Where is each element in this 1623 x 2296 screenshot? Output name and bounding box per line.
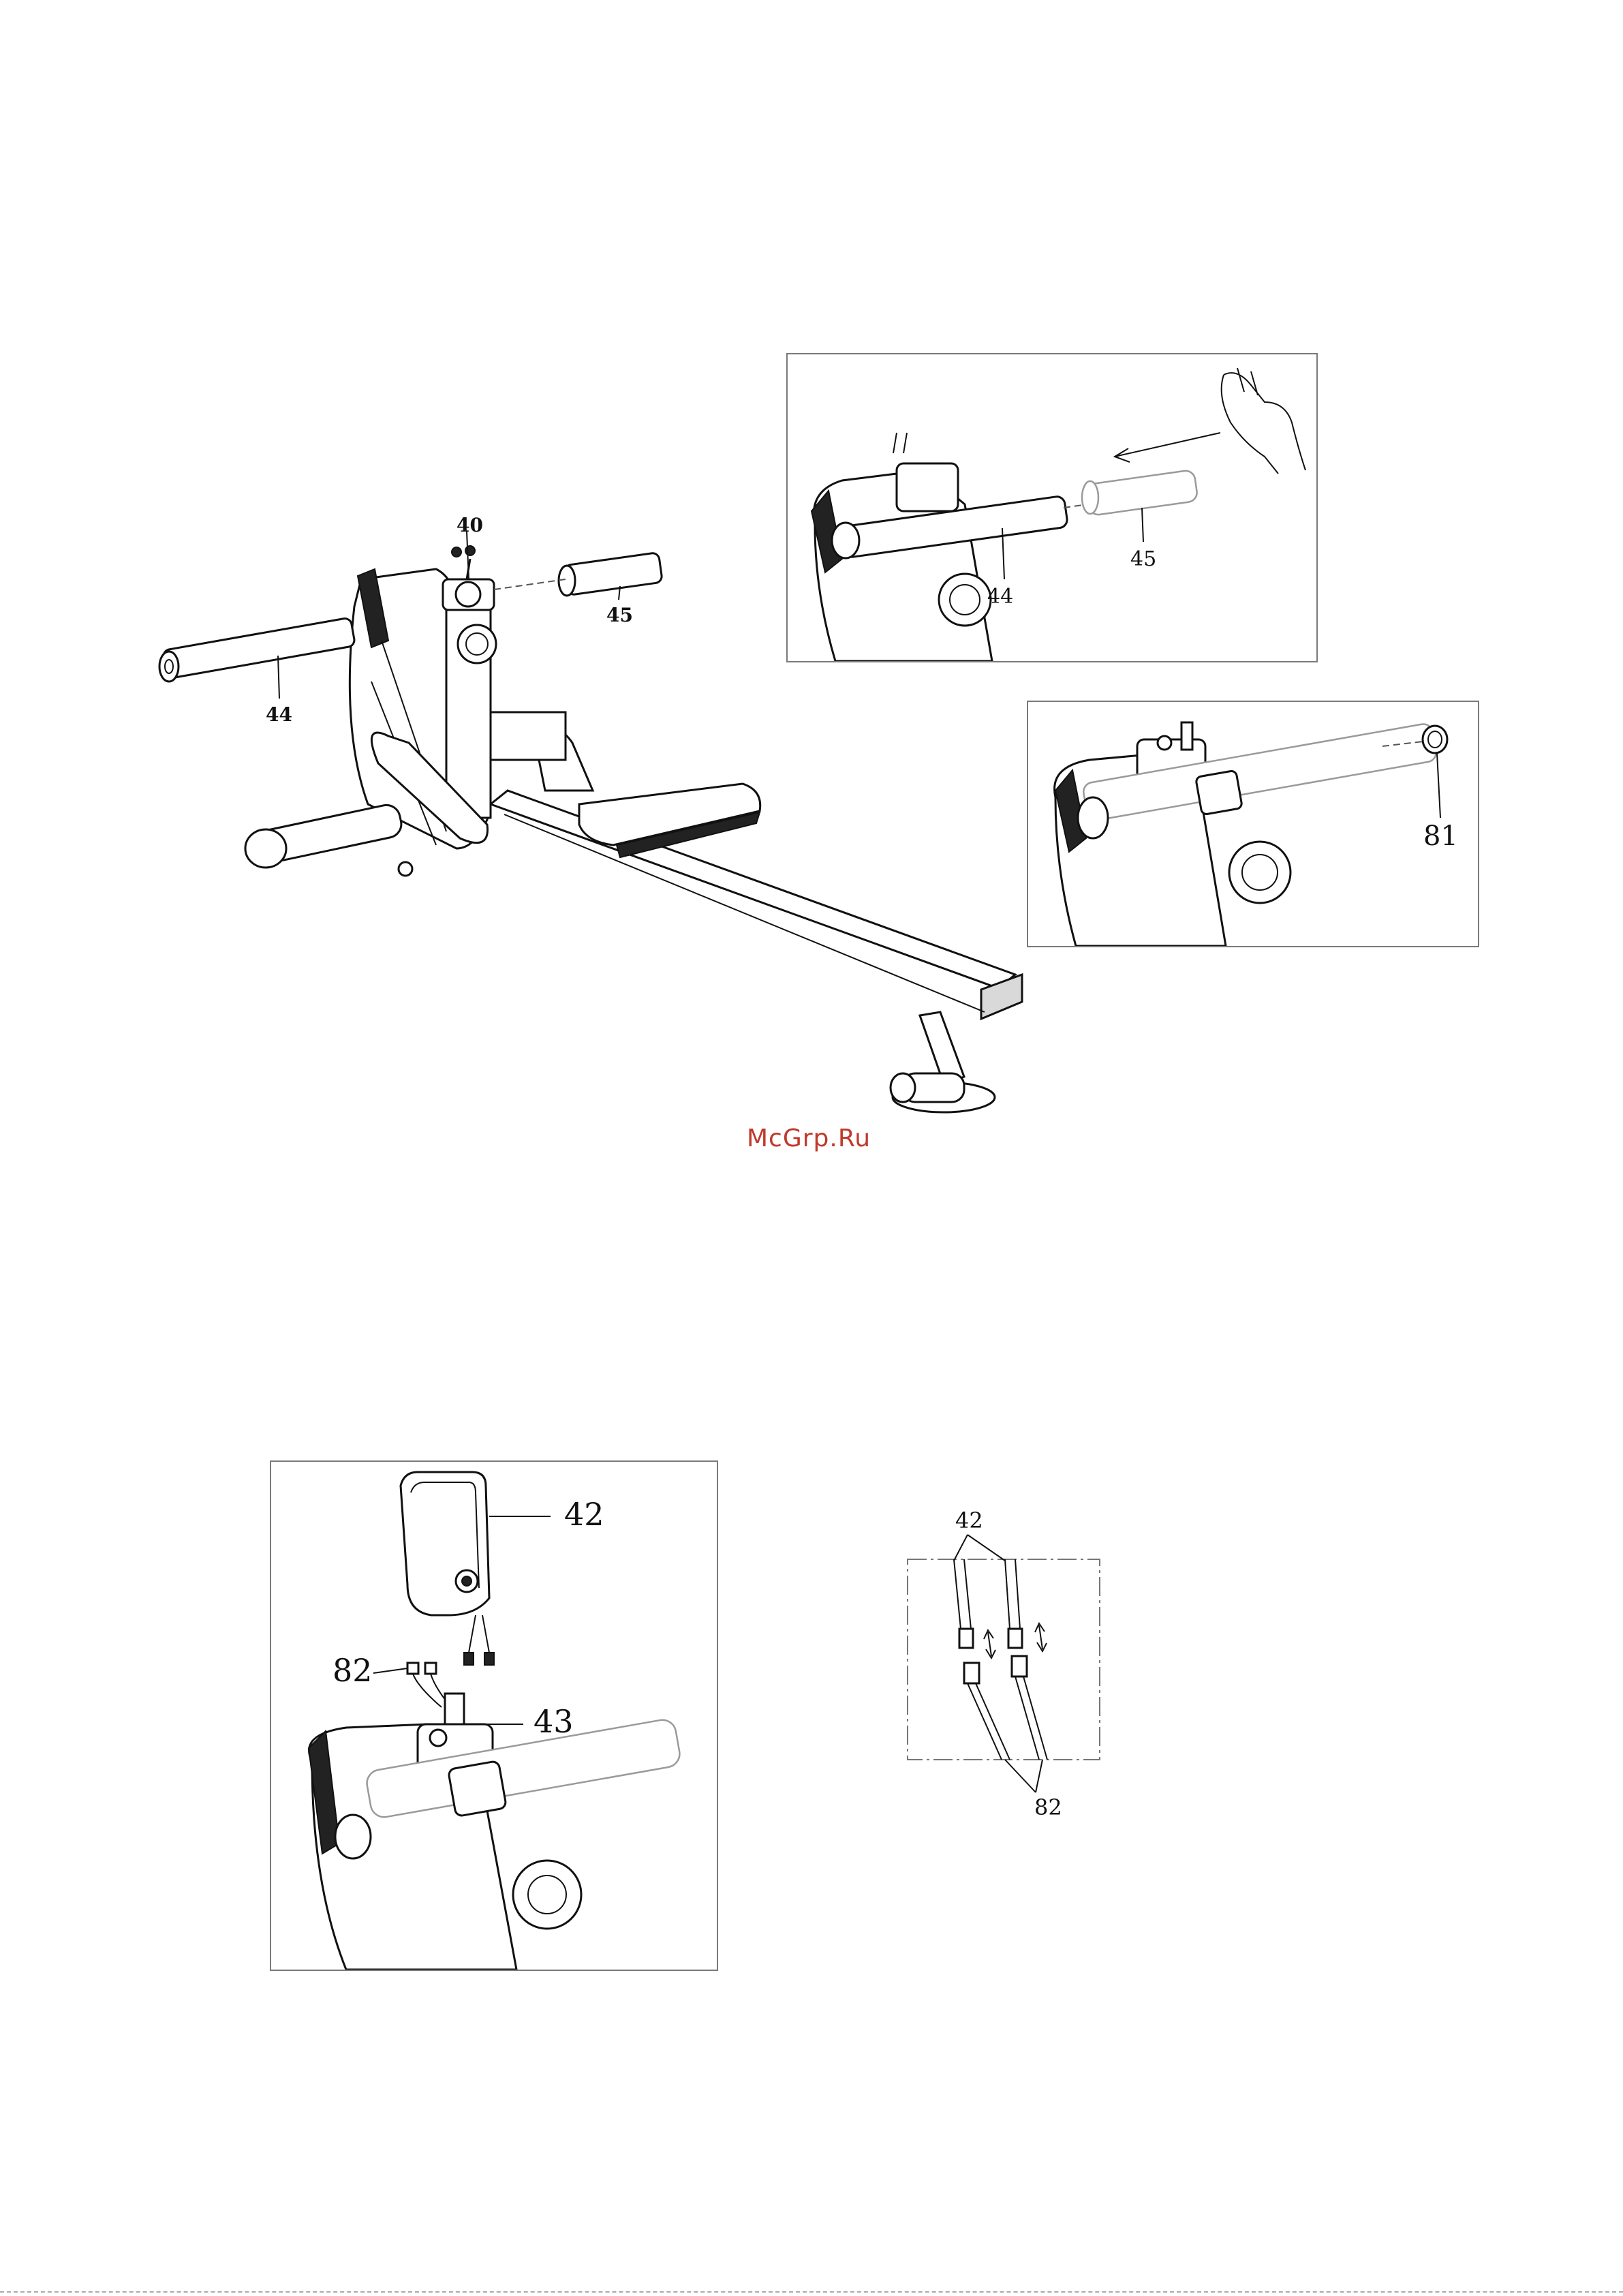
callout-42: 42 (564, 1496, 604, 1533)
detail-panel-end-cap: 81 (1027, 701, 1479, 947)
connector-socket-right (1012, 1656, 1027, 1677)
panel-a-drawing: 44 45 (788, 354, 1316, 661)
callout-45: 45 (606, 604, 633, 626)
tension-knob (458, 625, 496, 663)
callout-40: 40 (457, 514, 483, 536)
callout-44: 44 (266, 703, 292, 726)
tension-knob (1229, 842, 1290, 903)
end-cap-81 (1423, 726, 1447, 753)
grip-45 (564, 552, 663, 595)
detail-panel-handlebar-grip: 44 45 (786, 353, 1318, 662)
direction-arrow (1115, 433, 1220, 457)
console-wires (469, 1615, 489, 1653)
panel-c-drawing: 42 82 43 (271, 1462, 717, 1970)
callout-82: 82 (1034, 1794, 1062, 1820)
panel-d-drawing: 42 82 (899, 1486, 1117, 1826)
callout-81: 81 (1423, 821, 1458, 852)
callout-43: 43 (534, 1703, 574, 1740)
callout-42: 42 (955, 1507, 983, 1533)
handlebar-tube-44 (162, 617, 355, 679)
mast-wires-82 (413, 1674, 448, 1707)
callout-44: 44 (987, 585, 1013, 609)
tray (491, 712, 566, 760)
page-bottom-rule (0, 2291, 1623, 2293)
connector-frame (908, 1559, 1100, 1760)
callout-45: 45 (1130, 547, 1156, 571)
tension-knob (939, 574, 991, 626)
callout-82: 82 (333, 1652, 373, 1689)
hand-icon (1222, 368, 1305, 474)
panel-b-drawing: 81 (1028, 702, 1478, 946)
mount (897, 463, 958, 511)
detail-panel-console: 42 82 43 (270, 1460, 718, 1971)
connector-socket-left (964, 1663, 979, 1683)
connector-plug-right (1008, 1629, 1022, 1648)
connector-plug-left (959, 1629, 973, 1648)
watermark: McGrp.Ru (747, 1124, 883, 1152)
tension-knob (513, 1861, 581, 1929)
detail-connector-diagram: 42 82 (899, 1486, 1117, 1826)
